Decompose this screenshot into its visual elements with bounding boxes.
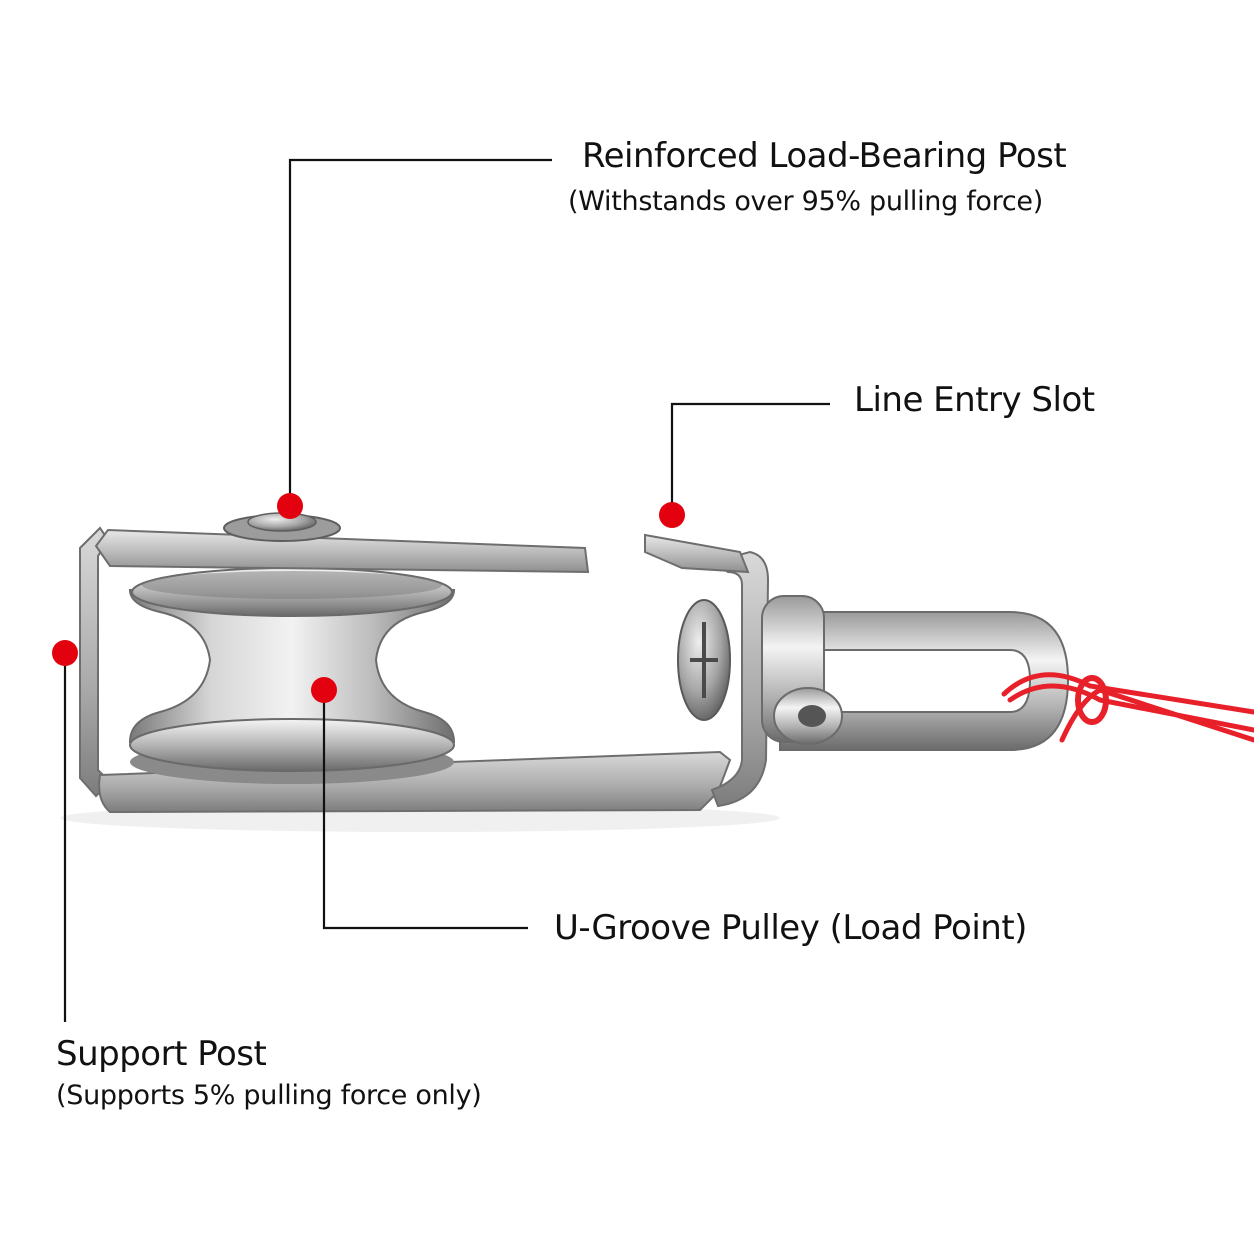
pulley-illustration (60, 512, 1254, 832)
swivel-shackle (761, 595, 1070, 751)
leader-lines (63, 158, 830, 1022)
bottom-plate-shape (98, 750, 732, 814)
entry-slot-title: Line Entry Slot (854, 380, 1095, 420)
load-post-subtitle: (Withstands over 95% pulling force) (568, 186, 1043, 217)
leader-load-post (288, 158, 552, 506)
pulley-title: U-Groove Pulley (Load Point) (554, 908, 1027, 948)
support-post-shape (79, 526, 112, 798)
leader-pulley (322, 690, 528, 930)
markers (52, 493, 685, 703)
marker-entry-slot (659, 502, 685, 528)
load-post-title: Reinforced Load-Bearing Post (582, 136, 1067, 176)
top-plate-shape (94, 528, 590, 574)
support-post-title: Support Post (56, 1034, 267, 1074)
leader-entry-slot (670, 402, 830, 515)
rivet-head (223, 512, 341, 542)
cross-head-bolt (677, 599, 731, 721)
marker-load-post (277, 493, 303, 519)
u-groove-wheel (128, 567, 456, 784)
right-bracket-shape (709, 550, 770, 808)
entry-tab-shape (644, 533, 750, 574)
support-post-subtitle: (Supports 5% pulling force only) (56, 1080, 482, 1111)
marker-pulley (311, 677, 337, 703)
marker-support-post (52, 640, 78, 666)
red-cord (1001, 672, 1254, 743)
